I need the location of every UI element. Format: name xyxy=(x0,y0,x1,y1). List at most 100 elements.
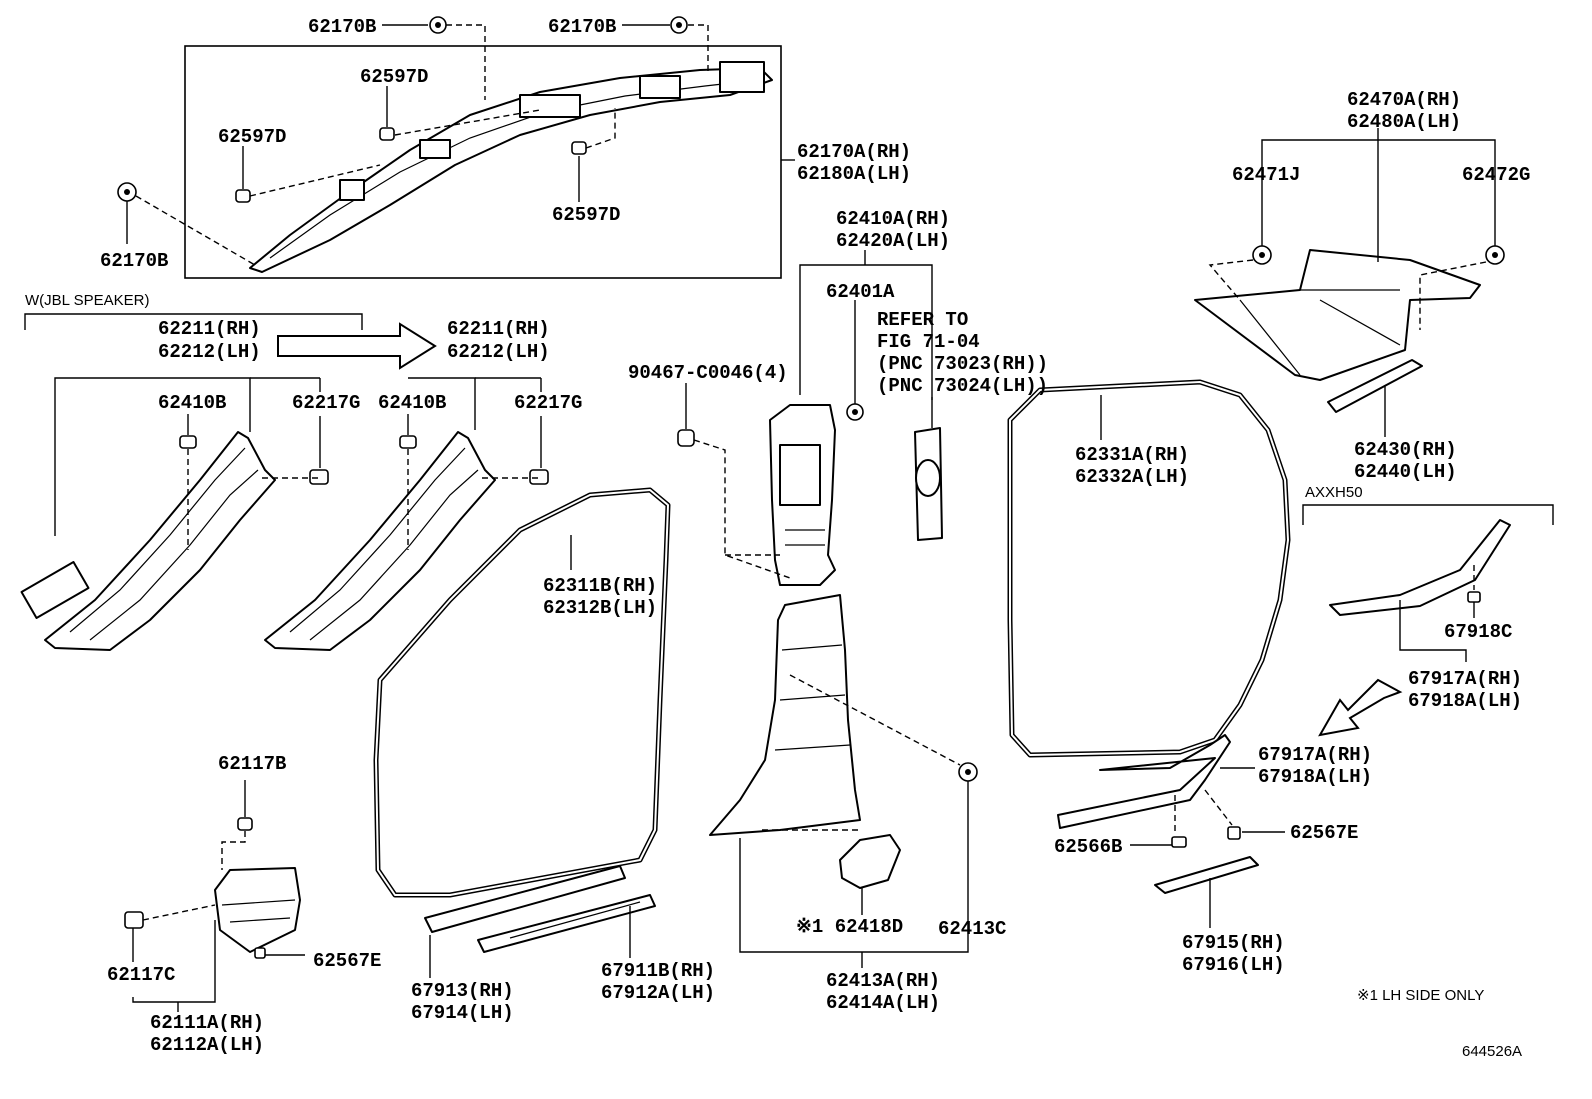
part-67917A-upper xyxy=(1329,519,1511,616)
part-62410A-upper-pillar xyxy=(769,404,836,586)
clip-62410B-a xyxy=(179,435,197,449)
label-62332A-lh: 62332A(LH) xyxy=(1075,466,1189,488)
label-62180A-lh: 62180A(LH) xyxy=(797,163,911,185)
part-67917A-lower xyxy=(1057,734,1231,829)
label-90467: 90467-C0046(4) xyxy=(628,362,788,384)
label-62413A-rh: 62413A(RH) xyxy=(826,970,940,992)
clip-62413C xyxy=(958,762,978,782)
label-62212-lh-b: 62212(LH) xyxy=(447,341,550,363)
clip-90467 xyxy=(677,429,695,447)
diagram-id: 644526A xyxy=(1462,1043,1522,1060)
part-refer-seatbelt-cover xyxy=(914,427,943,541)
label-62410B-a: 62410B xyxy=(158,392,226,414)
label-67918A-lh-b: 67918A(LH) xyxy=(1258,766,1372,788)
part-62418D-bracket xyxy=(839,834,901,889)
part-67915-scuff xyxy=(1154,856,1259,894)
label-67914-lh: 67914(LH) xyxy=(411,1002,514,1024)
clip-62567E-right xyxy=(1227,826,1241,840)
label-67917A-rh-a: 67917A(RH) xyxy=(1408,668,1522,690)
part-62111A-kick-panel xyxy=(214,867,301,953)
label-refer-4: (PNC 73024(LH)) xyxy=(877,375,1048,397)
clip-62170B-top-2 xyxy=(670,16,688,34)
label-62414A-lh: 62414A(LH) xyxy=(826,992,940,1014)
label-62470A-rh: 62470A(RH) xyxy=(1347,89,1461,111)
label-w-jbl: W(JBL SPEAKER) xyxy=(25,292,149,309)
clip-62471J xyxy=(1252,245,1272,265)
label-67912A-lh: 67912A(LH) xyxy=(601,982,715,1004)
label-62212-lh-a: 62212(LH) xyxy=(158,341,261,363)
label-refer-2: FIG 71-04 xyxy=(877,331,980,353)
label-67915-rh: 67915(RH) xyxy=(1182,932,1285,954)
label-62410B-b: 62410B xyxy=(378,392,446,414)
label-axxh50: AXXH50 xyxy=(1305,484,1363,501)
label-62567E-left: 62567E xyxy=(313,950,381,972)
bracket-jbl xyxy=(24,313,363,330)
label-62170A-rh: 62170A(RH) xyxy=(797,141,911,163)
arrow-right-icon xyxy=(277,322,437,370)
part-62430-moulding xyxy=(1327,359,1423,413)
clip-62217G-b xyxy=(529,469,549,485)
part-67911B-scuff xyxy=(477,894,656,953)
clip-62597D-a xyxy=(379,127,395,141)
label-62413C: 62413C xyxy=(938,918,1006,940)
label-62111A-rh: 62111A(RH) xyxy=(150,1012,264,1034)
clip-62567E-left xyxy=(254,947,266,959)
label-62311B-rh: 62311B(RH) xyxy=(543,575,657,597)
part-62470A-pillar-garnish xyxy=(1194,249,1481,381)
bracket-axxh50 xyxy=(1302,504,1554,525)
label-67913-rh: 67913(RH) xyxy=(411,980,514,1002)
clip-62597D-c xyxy=(571,141,587,155)
label-62170B-top-1: 62170B xyxy=(308,16,376,38)
clip-62566B xyxy=(1171,836,1187,848)
label-62217G-b: 62217G xyxy=(514,392,582,414)
label-62217G-a: 62217G xyxy=(292,392,360,414)
label-62566B: 62566B xyxy=(1054,836,1122,858)
part-62170A-rail xyxy=(249,61,773,273)
label-62567E-right: 62567E xyxy=(1290,822,1358,844)
clip-62170B-top-1 xyxy=(429,16,447,34)
label-62418D: ※1 62418D xyxy=(796,916,903,938)
label-67917A-rh-b: 67917A(RH) xyxy=(1258,744,1372,766)
label-62597D-b: 62597D xyxy=(218,126,286,148)
label-62420A-lh: 62420A(LH) xyxy=(836,230,950,252)
label-62211-rh-b: 62211(RH) xyxy=(447,318,550,340)
label-refer-3: (PNC 73023(RH)) xyxy=(877,353,1048,375)
label-62331A-rh: 62331A(RH) xyxy=(1075,444,1189,466)
part-62311B-weatherstrip xyxy=(373,487,671,898)
label-62430-rh: 62430(RH) xyxy=(1354,439,1457,461)
part-67913-sill xyxy=(424,865,626,933)
label-62597D-c: 62597D xyxy=(552,204,620,226)
label-refer-1: REFER TO xyxy=(877,309,968,331)
clip-62117B xyxy=(237,817,253,831)
label-67918C: 67918C xyxy=(1444,621,1512,643)
label-62471J: 62471J xyxy=(1232,164,1300,186)
label-62410A-rh: 62410A(RH) xyxy=(836,208,950,230)
note-lh-side-only: ※1 LH SIDE ONLY xyxy=(1357,987,1484,1004)
label-62211-rh-a: 62211(RH) xyxy=(158,318,261,340)
label-62440-lh: 62440(LH) xyxy=(1354,461,1457,483)
clip-62472G xyxy=(1485,245,1505,265)
label-62480A-lh: 62480A(LH) xyxy=(1347,111,1461,133)
clip-62117C xyxy=(124,911,144,929)
label-67911B-rh: 67911B(RH) xyxy=(601,960,715,982)
part-62211-left xyxy=(20,431,276,651)
clip-62217G-a xyxy=(309,469,329,485)
arrow-down-left-icon xyxy=(1318,678,1403,737)
label-62472G: 62472G xyxy=(1462,164,1530,186)
clip-67918C xyxy=(1467,591,1481,603)
label-62401A: 62401A xyxy=(826,281,895,303)
label-62112A-lh: 62112A(LH) xyxy=(150,1034,264,1056)
label-62170B-top-2: 62170B xyxy=(548,16,616,38)
label-62597D-a: 62597D xyxy=(360,66,428,88)
label-62170B-left: 62170B xyxy=(100,250,168,272)
label-67918A-lh-a: 67918A(LH) xyxy=(1408,690,1522,712)
group-frame-62170A xyxy=(184,45,782,279)
label-62117C: 62117C xyxy=(107,964,175,986)
part-62413A-lower-pillar xyxy=(709,594,861,836)
part-62331A-weatherstrip xyxy=(1007,379,1291,758)
clip-62410B-b xyxy=(399,435,417,449)
clip-62170B-left xyxy=(117,182,137,202)
clip-62401A xyxy=(846,403,864,421)
clip-62597D-b xyxy=(235,189,251,203)
